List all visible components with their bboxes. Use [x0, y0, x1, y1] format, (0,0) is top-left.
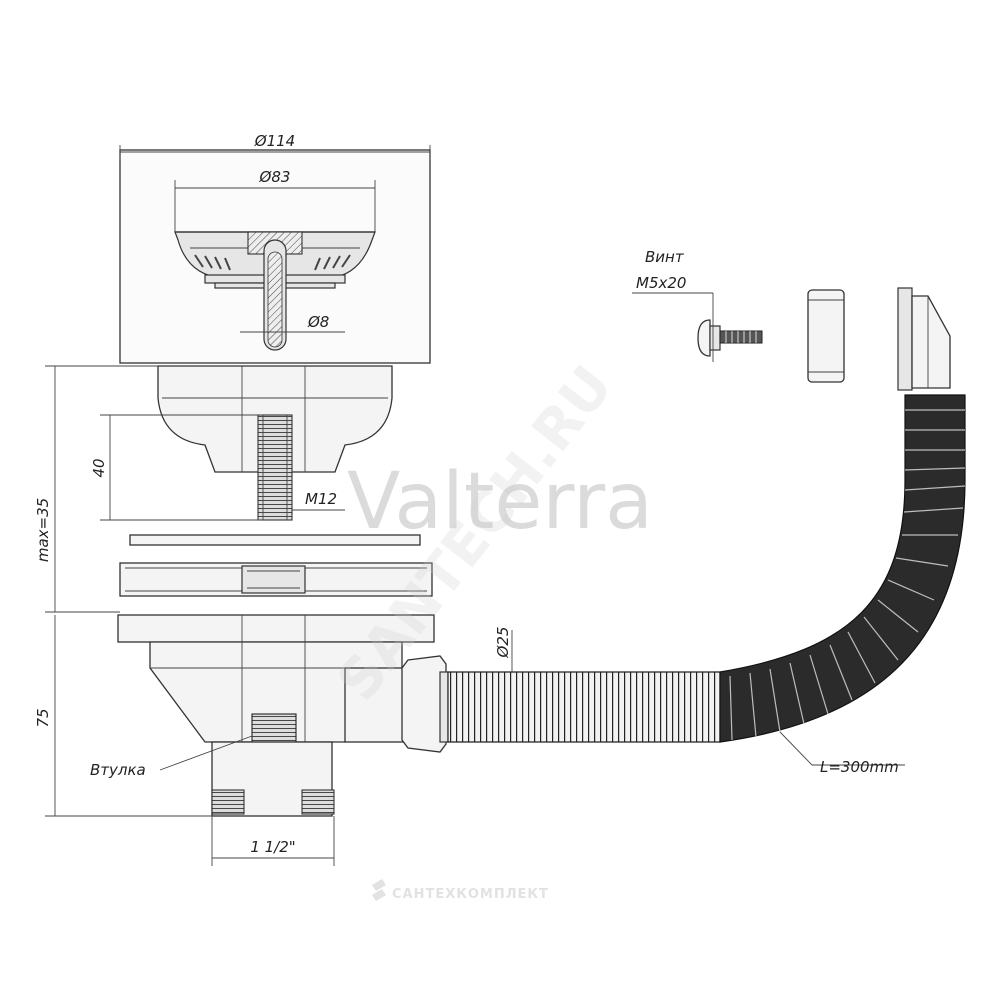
dimension-75: 75	[34, 615, 212, 817]
dimension-thread: 1 1/2"	[211, 816, 335, 866]
dim-label-40: 40	[90, 458, 108, 477]
drain-body-upper	[157, 365, 393, 521]
dim-label-d114: Ø114	[254, 132, 295, 150]
strainer-top-frame	[119, 149, 431, 364]
dim-label-d83: Ø83	[259, 168, 291, 186]
dimension-40: 40	[90, 414, 262, 521]
locking-nut	[119, 562, 433, 597]
dimension-max35: max=35	[34, 365, 158, 613]
dimension-m12: M12	[292, 490, 345, 511]
dim-label-vtulka: Втулка	[90, 761, 146, 779]
screw	[697, 319, 763, 357]
drain-outlet-body	[117, 614, 435, 817]
dim-label-max35: max=35	[34, 498, 52, 562]
dim-label-d25: Ø25	[494, 627, 512, 659]
watermark-brand: Valterra	[347, 457, 653, 547]
dimension-d25: Ø25	[494, 627, 513, 672]
dim-label-75: 75	[34, 708, 52, 727]
dim-label-vint: Винт	[645, 248, 685, 266]
dimension-length: L=300mm	[779, 731, 905, 776]
overflow-hose	[401, 287, 966, 753]
label-vtulka: Втулка	[90, 735, 253, 779]
label-screw: Винт M5x20	[632, 248, 714, 362]
basket-slots	[194, 254, 351, 271]
hose-curve-ribs	[729, 409, 966, 741]
dim-label-thread: 1 1/2"	[250, 838, 295, 856]
dim-label-m12: M12	[305, 490, 337, 508]
dimension-d114: Ø114	[119, 132, 431, 160]
watermark-footer-text: САНТЕХКОМПЛЕКТ	[392, 887, 549, 902]
dimension-d8: Ø8	[240, 313, 345, 333]
dimension-d83: Ø83	[174, 168, 376, 232]
watermark-footer: САНТЕХКОМПЛЕКТ	[372, 879, 549, 902]
dim-label-d8: Ø8	[307, 313, 329, 331]
overflow-cover	[807, 289, 845, 383]
washer	[129, 534, 421, 546]
dim-label-length: L=300mm	[820, 758, 899, 776]
dim-label-screw: M5x20	[636, 274, 686, 292]
